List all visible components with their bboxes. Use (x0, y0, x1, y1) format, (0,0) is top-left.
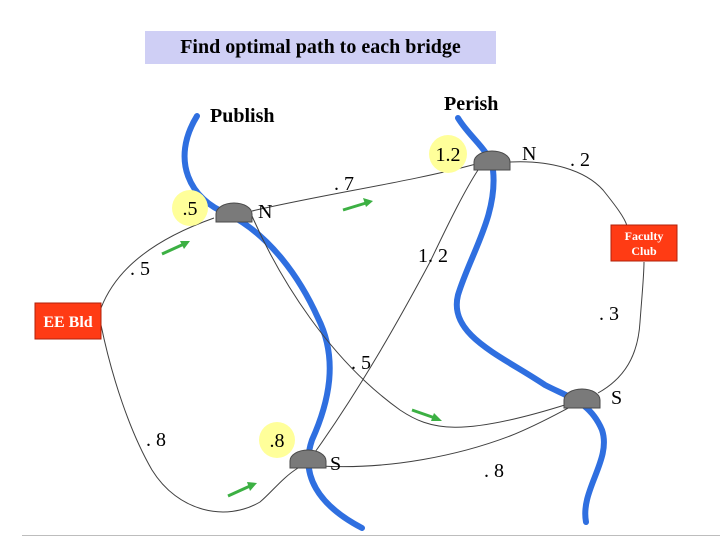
edge-ee-left-south (100, 324, 299, 513)
bridge-left-north (215, 202, 253, 223)
river-label-publish: Publish (210, 105, 274, 127)
edge-weight: . 5 (130, 258, 150, 280)
building-ee: EE Bld (34, 302, 102, 340)
edge-weight: . 3 (599, 303, 619, 325)
building-faculty-label-line1: Faculty (625, 229, 664, 243)
bridge-side-label: S (611, 387, 622, 409)
bottom-divider (22, 535, 720, 536)
edge-left-south-right-north (307, 169, 479, 463)
building-ee-label: EE Bld (43, 314, 92, 331)
bubble-value: 1.2 (436, 144, 461, 166)
bridge-left-south (289, 449, 327, 469)
value-bubble-left-south: .8 (259, 422, 295, 458)
bridge-side-label: S (330, 453, 341, 475)
bubble-value: .5 (183, 198, 198, 220)
edge-weight: . 5 (351, 352, 371, 374)
arrow-icon (411, 408, 442, 421)
bubble-value: .8 (270, 430, 285, 452)
building-faculty-club: Faculty Club (610, 224, 678, 262)
edge-weight: . 7 (334, 173, 354, 195)
edge-weight: . 8 (484, 460, 504, 482)
edge-weight: 1. 2 (418, 245, 448, 267)
edge-right-north-faculty (509, 161, 628, 227)
arrow-icon (342, 198, 373, 212)
arrow-icon (161, 241, 190, 256)
river-perish (453, 115, 607, 525)
value-bubble-right-north: 1.2 (429, 135, 467, 173)
bridge-right-north (473, 150, 511, 171)
river-label-perish: Perish (444, 93, 498, 115)
edge-weight: . 8 (146, 429, 166, 451)
title-box: Find optimal path to each bridge (145, 31, 496, 64)
edge-left-south-right-south (319, 403, 577, 468)
bridge-right-south (563, 388, 601, 409)
bridge-side-label: N (522, 143, 536, 165)
title: Find optimal path to each bridge (180, 36, 461, 58)
edge-right-south-faculty (597, 261, 645, 394)
arrow-icon (227, 482, 257, 498)
edge-weight: . 2 (570, 149, 590, 171)
bridge-side-label: N (258, 201, 272, 223)
value-bubble-left-north: .5 (172, 190, 208, 226)
building-faculty-label-line2: Club (631, 244, 657, 258)
edge-left-north-right-south (251, 215, 569, 428)
edge-ee-left-north (100, 217, 215, 309)
